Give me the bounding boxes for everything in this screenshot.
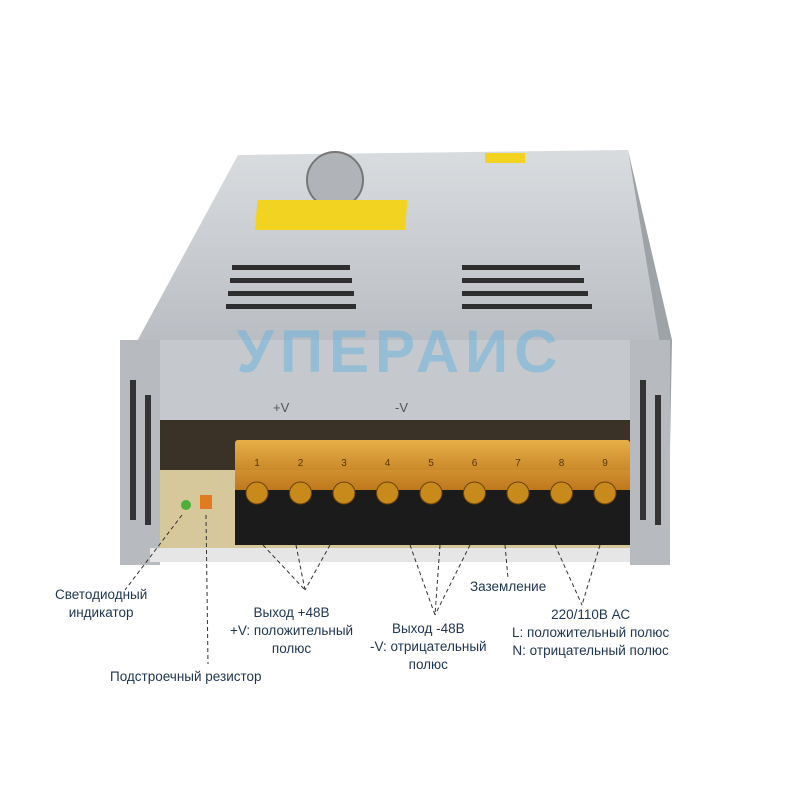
label-output-minus: Выход -48В -V: отрицательный полюс <box>370 620 487 674</box>
case-top <box>135 150 660 345</box>
label-ac-input-line: N: отрицательный полюс <box>512 643 669 658</box>
plus-v-mark: +V <box>273 400 290 415</box>
label-ac-input-line: 220/110В АС <box>551 607 631 622</box>
label-led: Светодиодный индикатор <box>55 586 147 622</box>
label-trimmer: Подстроечный резистор <box>110 669 262 684</box>
terminal-screw <box>289 481 312 505</box>
terminal-screw <box>463 481 486 505</box>
terminal-number: 1 <box>254 458 260 469</box>
minus-v-mark: -V <box>395 400 408 415</box>
terminal-number: 5 <box>428 458 434 469</box>
warning-sticker <box>254 200 408 230</box>
terminal-cover <box>235 440 630 495</box>
label-output-minus-line: -V: отрицательный <box>370 639 487 654</box>
watermark-logo: УПЕРАИС <box>237 318 564 385</box>
label-output-plus-line: +V: положительный <box>230 623 354 638</box>
terminal-screw <box>593 481 617 505</box>
label-output-plus: Выход +48В +V: положительный полюс <box>230 604 353 658</box>
terminal-screw <box>419 481 443 505</box>
terminal-number: 8 <box>559 458 565 469</box>
terminal-number: 7 <box>515 458 521 469</box>
label-ac-input-line: L: положительный полюс <box>512 625 670 640</box>
terminal-number: 3 <box>341 458 347 469</box>
label-led-line: индикатор <box>68 605 134 620</box>
label-ground: Заземление <box>470 579 547 594</box>
label-output-minus-line: полюс <box>408 657 448 672</box>
terminal-number: 4 <box>385 458 391 469</box>
terminal-screws: 1 2 3 4 5 6 7 8 9 <box>245 458 617 505</box>
label-output-minus-line: Выход -48В <box>391 621 465 636</box>
corner-sticker <box>485 153 525 163</box>
base-plate <box>150 548 630 562</box>
terminal-number: 9 <box>602 458 608 469</box>
terminal-screw <box>506 481 530 505</box>
vent-slots-side <box>130 380 661 525</box>
terminal-screw <box>332 481 356 505</box>
case-right-wall <box>630 340 670 565</box>
label-output-plus-line: полюс <box>271 641 312 656</box>
fan-grille <box>306 151 364 209</box>
led-indicator <box>181 500 191 510</box>
terminal-screw <box>245 481 269 505</box>
terminal-number: 2 <box>298 458 304 469</box>
terminal-number: 6 <box>472 458 478 469</box>
label-led-line: Светодиодный <box>55 587 148 602</box>
label-output-plus-line: Выход +48В <box>253 605 330 620</box>
terminal-screw <box>550 481 573 505</box>
label-ac-input: 220/110В АС L: положительный полюс N: отри… <box>512 606 669 660</box>
trimmer-resistor <box>200 495 212 509</box>
top-vents <box>226 265 592 309</box>
leader-lines <box>124 514 601 665</box>
case-left-wall <box>120 340 160 565</box>
terminal-screw <box>376 481 399 505</box>
